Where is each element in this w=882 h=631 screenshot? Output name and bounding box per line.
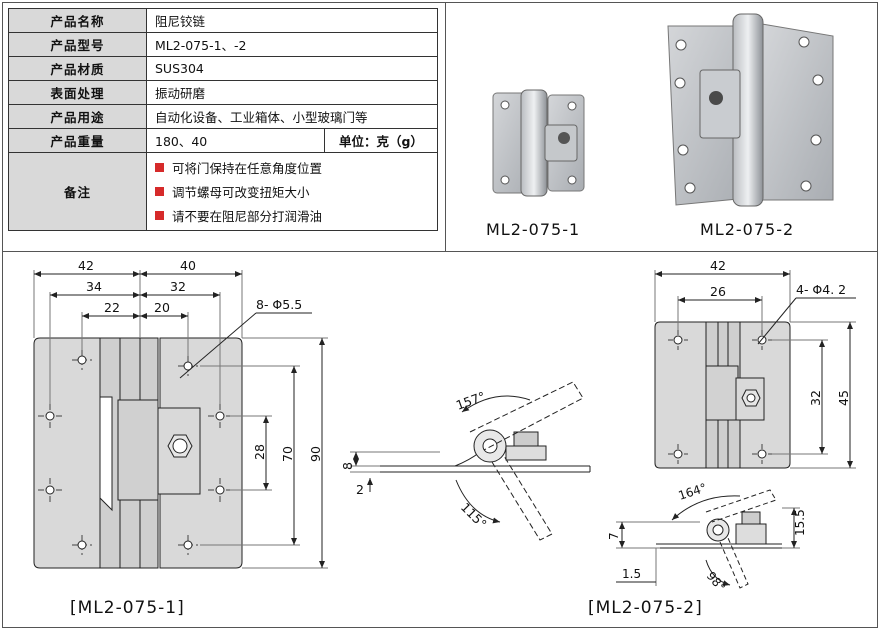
dim-32: 32 [170, 279, 186, 294]
dim-r42: 42 [710, 258, 726, 273]
drawing-right-labels: 42 26 4- Φ4. 2 32 45 [710, 258, 851, 406]
dim-90: 90 [308, 446, 323, 462]
dim-42: 42 [78, 258, 94, 273]
photo-label-right: ML2-075-2 [700, 220, 795, 239]
spec-table: 产品名称 阻尼铰链 产品型号 ML2-075-1、-2 产品材质 SUS304 … [8, 8, 438, 231]
spec-value: 振动研磨 [146, 80, 438, 105]
notes-list: 可将门保持在任意角度位置 调节螺母可改变扭矩大小 请不要在阻尼部分打润滑油 [146, 152, 438, 231]
section-divider [2, 251, 878, 252]
drawing-right-side-labels: 164° 98° 7 15.5 1.5 [607, 481, 807, 595]
header-divider [445, 2, 446, 251]
bullet-icon [155, 163, 164, 172]
angle-98: 98° [704, 569, 728, 594]
dim-7: 7 [607, 532, 621, 540]
spec-row-usage: 产品用途 自动化设备、工业箱体、小型玻璃门等 [8, 104, 438, 129]
dim-70: 70 [280, 446, 295, 462]
spec-value: 阻尼铰链 [146, 8, 438, 33]
spec-row-weight: 产品重量 180、40 单位：克（g） [8, 128, 438, 153]
photo-label-left: ML2-075-1 [486, 220, 581, 239]
spec-row-notes: 备注 可将门保持在任意角度位置 调节螺母可改变扭矩大小 请不要在阻尼部分打润滑油 [8, 152, 438, 231]
spec-label: 产品用途 [8, 104, 147, 129]
dim-34: 34 [86, 279, 102, 294]
drawing-left-labels: 42 40 34 32 22 20 8- Φ5.5 28 70 90 [78, 258, 323, 462]
dim-r45: 45 [836, 390, 851, 406]
dim-1-5: 1.5 [622, 567, 641, 581]
note-item: 可将门保持在任意角度位置 [155, 156, 429, 180]
drawing-caption-right: [ML2-075-2] [588, 598, 703, 618]
drawing-left-side [350, 381, 591, 541]
angle-164: 164° [677, 481, 709, 503]
spec-label: 产品名称 [8, 8, 147, 33]
notes-label: 备注 [8, 152, 147, 231]
dim-8: 8 [340, 462, 355, 470]
spec-value: ML2-075-1、-2 [146, 32, 438, 57]
spec-row-material: 产品材质 SUS304 [8, 56, 438, 81]
spec-label: 产品材质 [8, 56, 147, 81]
note-text: 调节螺母可改变扭矩大小 [172, 185, 310, 200]
bullet-icon [155, 187, 164, 196]
hinge-photo-large [667, 13, 834, 207]
dim-20: 20 [154, 300, 170, 315]
dim-28: 28 [252, 444, 267, 460]
angle-157: 157° [454, 388, 487, 412]
drawing-left-front [33, 270, 328, 569]
drawing-right-side [616, 489, 800, 589]
spec-row-model: 产品型号 ML2-075-1、-2 [8, 32, 438, 57]
drawing-right-front [654, 270, 856, 469]
weight-unit: 单位：克（g） [324, 128, 438, 153]
weight-value: 180、40 [146, 128, 325, 153]
spec-value: SUS304 [146, 56, 438, 81]
bullet-icon [155, 211, 164, 220]
spec-row-name: 产品名称 阻尼铰链 [8, 8, 438, 33]
spec-label: 表面处理 [8, 80, 147, 105]
dim-2: 2 [356, 482, 364, 497]
note-text: 请不要在阻尼部分打润滑油 [172, 209, 323, 224]
drawing-caption-left: [ML2-075-1] [70, 598, 185, 618]
spec-value: 自动化设备、工业箱体、小型玻璃门等 [146, 104, 438, 129]
dim-40: 40 [180, 258, 196, 273]
angle-115: 115° [458, 500, 490, 532]
dim-15-5: 15.5 [793, 509, 807, 536]
spec-label: 产品型号 [8, 32, 147, 57]
dim-r26: 26 [710, 284, 726, 299]
dim-holes: 8- Φ5.5 [256, 297, 302, 312]
note-text: 可将门保持在任意角度位置 [172, 161, 323, 176]
spec-row-finish: 表面处理 振动研磨 [8, 80, 438, 105]
note-item: 请不要在阻尼部分打润滑油 [155, 204, 429, 228]
dim-22: 22 [104, 300, 120, 315]
note-item: 调节螺母可改变扭矩大小 [155, 180, 429, 204]
dim-r32: 32 [808, 390, 823, 406]
hinge-photo-small [492, 89, 585, 197]
dim-r-holes: 4- Φ4. 2 [796, 282, 846, 297]
spec-label: 产品重量 [8, 128, 147, 153]
